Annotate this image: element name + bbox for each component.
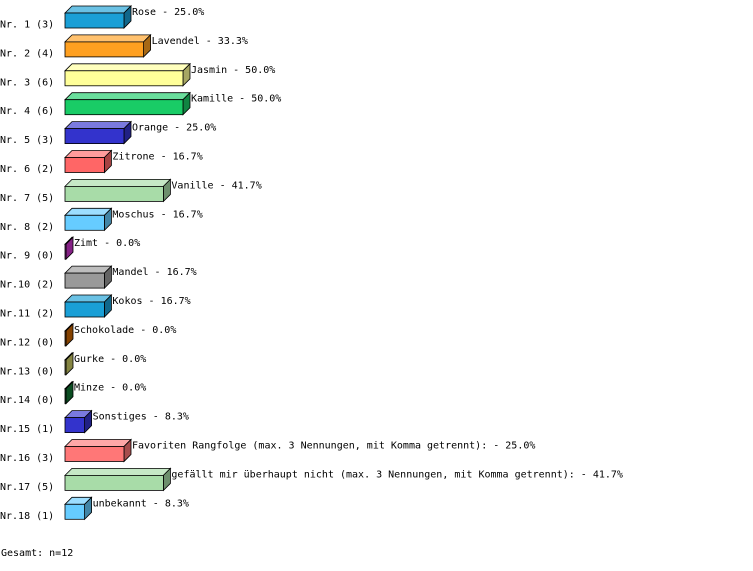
bar-value-label: Lavendel - 33.3%: [152, 36, 248, 47]
bar-group: Nr.18 (1) unbekannt - 8.3%: [0, 496, 189, 522]
row-label: Nr. 4 (6): [0, 106, 54, 117]
bar-value-label: Mandel - 16.7%: [112, 267, 196, 278]
bar-group: Nr. 6 (2) Zitrone - 16.7%: [0, 149, 203, 175]
row-label: Nr. 7 (5): [0, 193, 54, 204]
bar: [64, 185, 164, 202]
bar-group: Nr. 4 (6) Kamille - 50.0%: [0, 91, 281, 117]
bar-value-label: Zimt - 0.0%: [74, 238, 140, 249]
bar-side: [65, 322, 74, 347]
row-label: Nr. 8 (2): [0, 222, 54, 233]
bar-side: [65, 351, 74, 376]
bar-value-label: Vanille - 41.7%: [171, 180, 261, 191]
bar: [64, 359, 67, 376]
bar-value-label: Orange - 25.0%: [132, 123, 216, 134]
bar-value-label: Sonstiges - 8.3%: [93, 412, 189, 423]
row-label: Nr. 1 (3): [0, 20, 54, 31]
bar-group: Nr.12 (0) Schokolade - 0.0%: [0, 322, 176, 348]
bar-value-label: Kokos - 16.7%: [112, 296, 190, 307]
bar: [64, 243, 67, 260]
bar-side: [65, 380, 74, 405]
bar: [64, 41, 144, 58]
bar: [64, 330, 67, 347]
bar-top: [64, 178, 172, 187]
bar-top: [64, 265, 113, 274]
bar-group: Nr. 9 (0) Zimt - 0.0%: [0, 236, 140, 262]
bar-top: [64, 63, 191, 72]
bar-group: Nr. 5 (3) Orange - 25.0%: [0, 120, 216, 146]
bar-group: Nr. 8 (2) Moschus - 16.7%: [0, 207, 203, 233]
bar-top: [64, 150, 113, 158]
bar: [64, 99, 184, 116]
bar-value-label: Zitrone - 16.7%: [112, 152, 202, 163]
row-label: Nr.16 (3): [0, 453, 54, 464]
bar-group: Nr.15 (1) Sonstiges - 8.3%: [0, 409, 189, 435]
row-label: Nr.17 (5): [0, 482, 54, 493]
bar-group: Nr.10 (2) Mandel - 16.7%: [0, 265, 197, 291]
bar-value-label: gefällt mir überhaupt nicht (max. 3 Nenn…: [171, 469, 623, 480]
bar-value-label: Schokolade - 0.0%: [74, 325, 176, 336]
bar: [64, 214, 105, 231]
row-label: Nr. 9 (0): [0, 251, 54, 262]
bar-top: [64, 92, 191, 101]
bar-group: Nr. 3 (6) Jasmin - 50.0%: [0, 62, 275, 88]
bar: [64, 301, 105, 318]
row-label: Nr.11 (2): [0, 309, 54, 320]
bar: [64, 417, 85, 434]
bar-top: [64, 34, 152, 43]
bar: [64, 272, 105, 289]
bar: [64, 12, 125, 29]
bar-top: [64, 207, 113, 216]
row-label: Nr.14 (0): [0, 395, 54, 406]
bar-value-label: Rose - 25.0%: [132, 7, 204, 18]
bar-value-label: Gurke - 0.0%: [74, 354, 146, 365]
bar-group: Nr.17 (5) gefällt mir überhaupt nicht (ma…: [0, 467, 623, 493]
bar-top: [64, 121, 132, 130]
bar-top: [64, 439, 132, 447]
bar-value-label: Kamille - 50.0%: [191, 94, 281, 105]
bar-top: [64, 467, 172, 476]
bar: [64, 388, 67, 405]
bar-value-label: Moschus - 16.7%: [112, 209, 202, 220]
bar-group: Nr. 7 (5) Vanille - 41.7%: [0, 178, 262, 204]
row-label: Nr.13 (0): [0, 366, 54, 377]
row-label: Nr.10 (2): [0, 280, 54, 291]
row-label: Nr. 3 (6): [0, 77, 54, 88]
bar-group: Nr.11 (2) Kokos - 16.7%: [0, 294, 191, 320]
bar: [64, 474, 164, 491]
bar: [64, 446, 125, 462]
bar-group: Nr. 1 (3) Rose - 25.0%: [0, 5, 204, 31]
bar-group: Nr.13 (0) Gurke - 0.0%: [0, 351, 146, 377]
bar: [64, 128, 125, 145]
row-label: Nr.18 (1): [0, 511, 54, 522]
bar-top: [64, 294, 113, 303]
bar-side: [65, 236, 74, 261]
total-count-label: Gesamt: n=12: [1, 548, 74, 559]
row-label: Nr. 2 (4): [0, 48, 54, 59]
bar-value-label: unbekannt - 8.3%: [93, 498, 189, 509]
bar-value-label: Minze - 0.0%: [74, 383, 146, 394]
bar-value-label: Favoriten Rangfolge (max. 3 Nennungen, m…: [132, 441, 535, 452]
bar-top: [64, 5, 132, 14]
bar-group: Nr.16 (3) Favoriten Rangfolge (max. 3 Nen…: [0, 438, 535, 464]
bar: [64, 503, 85, 520]
bar-group: Nr.14 (0) Minze - 0.0%: [0, 380, 146, 406]
bar: [64, 157, 105, 173]
bar-group: Nr. 2 (4) Lavendel - 33.3%: [0, 33, 248, 59]
row-label: Nr.15 (1): [0, 424, 54, 435]
row-label: Nr. 5 (3): [0, 135, 54, 146]
row-label: Nr.12 (0): [0, 337, 54, 348]
row-label: Nr. 6 (2): [0, 164, 54, 175]
bar-value-label: Jasmin - 50.0%: [191, 65, 275, 76]
bar: [64, 70, 184, 87]
